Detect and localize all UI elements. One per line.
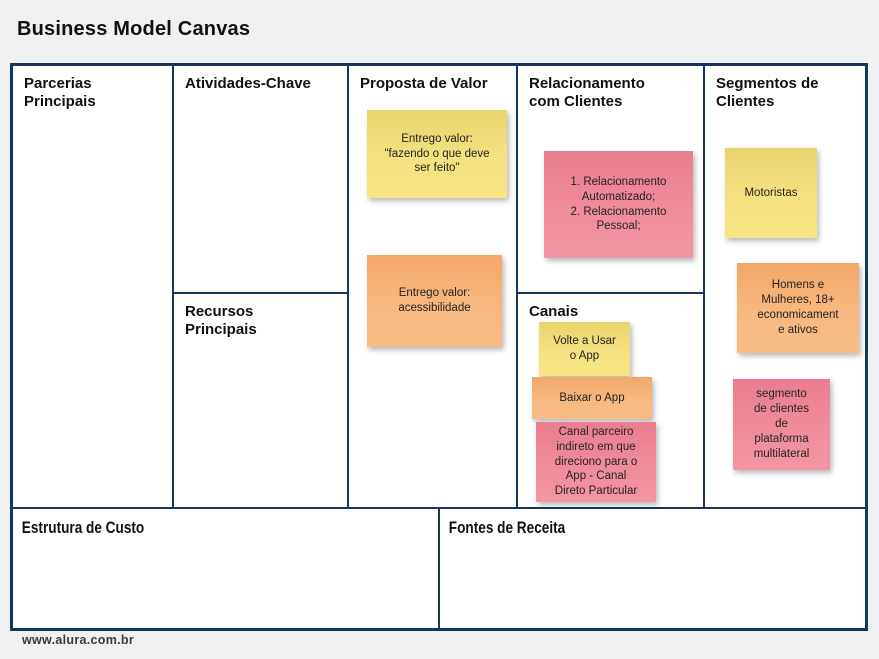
sticky-note: 1. Relacionamento Automatizado; 2. Relac… <box>544 151 693 258</box>
section-atividades-chave: Atividades-Chave <box>174 66 349 294</box>
section-parcerias-principais: Parcerias Principais <box>13 66 174 509</box>
section-title-fontes: Fontes de Receita <box>448 518 566 537</box>
sticky-note: Canal parceiro indireto em que direciono… <box>536 422 656 502</box>
section-canais: Canais Volte a Usar o App Baixar o App C… <box>518 294 705 509</box>
sticky-note-text: Homens e Mulheres, 18+ economicament e a… <box>757 279 839 336</box>
canvas-grid: Parcerias Principais Atividades-Chave Re… <box>10 63 868 631</box>
section-estrutura-de-custo: Estrutura de Custo <box>13 509 440 628</box>
sticky-note-text: segmento de clientes de plataforma multi… <box>753 388 810 460</box>
sticky-note-text: Entrego valor: "fazendo o que deve ser f… <box>384 132 490 175</box>
section-title-recursos: Recursos Principais <box>185 303 257 338</box>
sticky-note-text: Motoristas <box>744 186 798 199</box>
website-url: www.alura.com.br <box>22 633 135 647</box>
sticky-note: Motoristas <box>725 148 817 238</box>
sticky-note: Entrego valor: acessibilidade <box>367 255 502 347</box>
sticky-note-text: Volte a Usar o App <box>553 335 616 362</box>
page-title: Business Model Canvas <box>17 18 251 40</box>
sticky-note-text: Canal parceiro indireto em que direciono… <box>554 425 638 498</box>
sticky-note-text: Baixar o App <box>559 391 625 404</box>
section-title-proposta: Proposta de Valor <box>360 75 488 92</box>
sticky-note-text: Entrego valor: acessibilidade <box>398 287 471 314</box>
section-title-relacionamento: Relacionamento com Clientes <box>529 75 645 110</box>
section-relacionamento-com-clientes: Relacionamento com Clientes 1. Relaciona… <box>518 66 705 294</box>
section-recursos-principais: Recursos Principais <box>174 294 349 509</box>
sticky-note: Volte a Usar o App <box>539 322 630 376</box>
section-segmentos-de-clientes: Segmentos de Clientes Motoristas Homens … <box>705 66 865 509</box>
section-title-parcerias: Parcerias Principais <box>24 75 96 110</box>
sticky-note: segmento de clientes de plataforma multi… <box>733 379 830 470</box>
section-title-canais: Canais <box>529 303 579 320</box>
sticky-note: Homens e Mulheres, 18+ economicament e a… <box>737 263 859 353</box>
sticky-note: Entrego valor: "fazendo o que deve ser f… <box>367 110 507 198</box>
sticky-note-text: 1. Relacionamento Automatizado; 2. Relac… <box>570 175 667 233</box>
section-fontes-de-receita: Fontes de Receita <box>440 509 865 628</box>
section-title-estrutura: Estrutura de Custo <box>21 518 145 537</box>
section-title-segmentos: Segmentos de Clientes <box>716 75 819 110</box>
sticky-note: Baixar o App <box>532 377 652 419</box>
section-proposta-de-valor: Proposta de Valor Entrego valor: "fazend… <box>349 66 518 509</box>
section-title-atividades: Atividades-Chave <box>185 75 311 92</box>
